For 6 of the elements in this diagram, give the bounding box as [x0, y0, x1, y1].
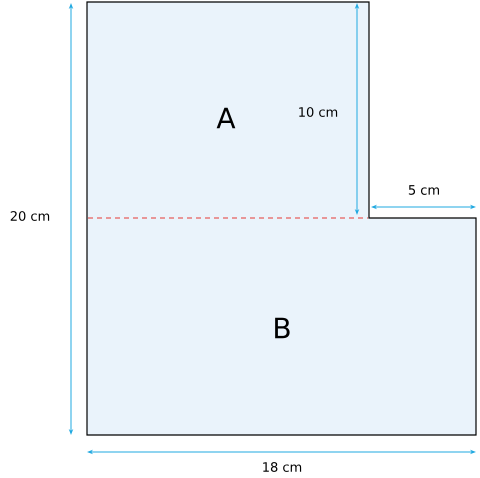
- dimension-label: 10 cm: [299, 107, 338, 117]
- region-label: A: [216, 108, 236, 128]
- region-label: B: [275, 318, 290, 338]
- dimension-label: 20 cm: [10, 211, 50, 221]
- dimension-label: 5 cm: [408, 185, 439, 195]
- dimension-label: 18 cm: [263, 462, 302, 472]
